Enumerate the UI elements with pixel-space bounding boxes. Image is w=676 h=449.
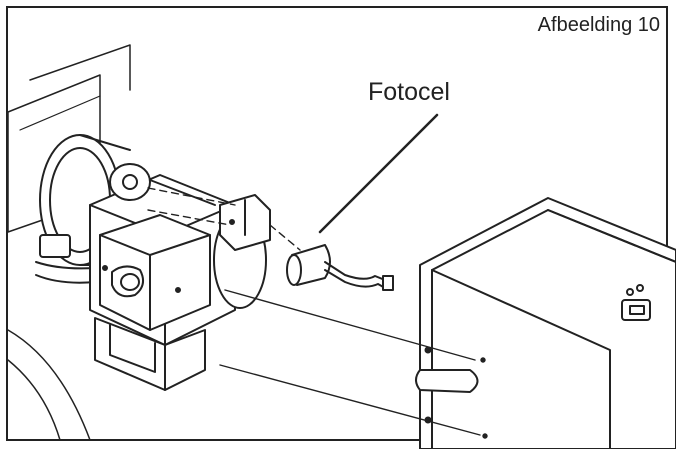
pump-box <box>99 214 211 331</box>
insertion-guides <box>147 187 301 251</box>
photocell-holder <box>219 194 271 251</box>
mounting-bracket <box>94 317 206 391</box>
screw-guides <box>219 289 488 439</box>
figure-number: Afbeelding 10 <box>537 14 660 36</box>
callout-fotocel: Fotocel <box>368 78 450 106</box>
callout-leader <box>318 113 439 234</box>
photocell <box>286 244 394 291</box>
burner-cover <box>415 197 676 449</box>
